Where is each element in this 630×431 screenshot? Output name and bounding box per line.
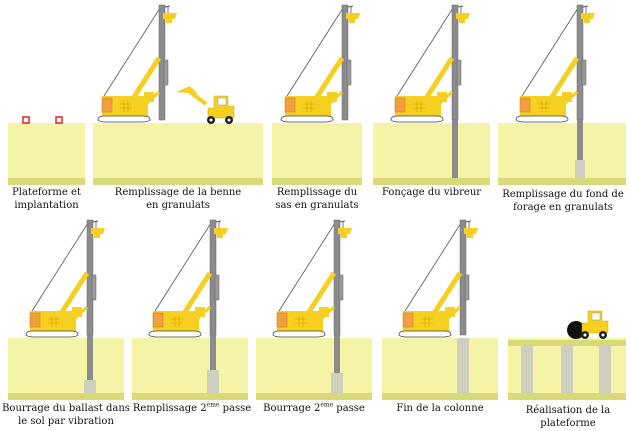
stake-marker	[55, 116, 63, 124]
step-label-5: Remplissage du fond de forage en granula…	[502, 189, 624, 213]
label-text: passe	[219, 403, 252, 414]
step-label-8: Bourrage 2ème passe	[256, 402, 372, 415]
step-label-2: Remplissage de la benne en granulats	[114, 187, 242, 211]
loader-step-10	[580, 310, 609, 340]
crane-step-2	[98, 5, 177, 122]
label-superscript: ème	[206, 401, 220, 409]
stone-columns	[521, 346, 611, 393]
step-label-7: Remplissage 2ème passe	[132, 402, 252, 415]
label-superscript: ème	[320, 401, 334, 409]
label-text: Bourrage 2	[263, 403, 321, 414]
crane-step-6	[26, 220, 105, 337]
loader-step-2	[176, 86, 235, 125]
compactor-roller	[567, 321, 585, 339]
step-label-6: Bourrage du ballast dans le sol par vibr…	[2, 403, 130, 427]
ground-row-2	[8, 338, 626, 400]
step-label-3: Remplissage du sas en granulats	[275, 187, 359, 211]
stake-marker	[22, 116, 30, 124]
crane-step-9	[399, 220, 478, 337]
crane-step-5	[516, 5, 595, 122]
crane-step-3	[281, 5, 360, 122]
crane-step-8	[273, 220, 352, 337]
label-text: passe	[333, 403, 365, 414]
vibrator-tube	[452, 120, 458, 178]
step-label-4: Fonçage du vibreur	[381, 187, 482, 198]
crane-step-4	[391, 5, 470, 122]
crane-step-7	[149, 220, 228, 337]
step-label-1: Plateforme et implantation	[12, 187, 81, 211]
ground-row-1	[8, 123, 626, 185]
stone-column	[457, 338, 469, 393]
label-text: Remplissage 2	[132, 403, 207, 414]
step-label-9: Fin de la colonne	[396, 403, 484, 414]
step-label-10: Réalisation de la plateforme	[525, 405, 611, 429]
